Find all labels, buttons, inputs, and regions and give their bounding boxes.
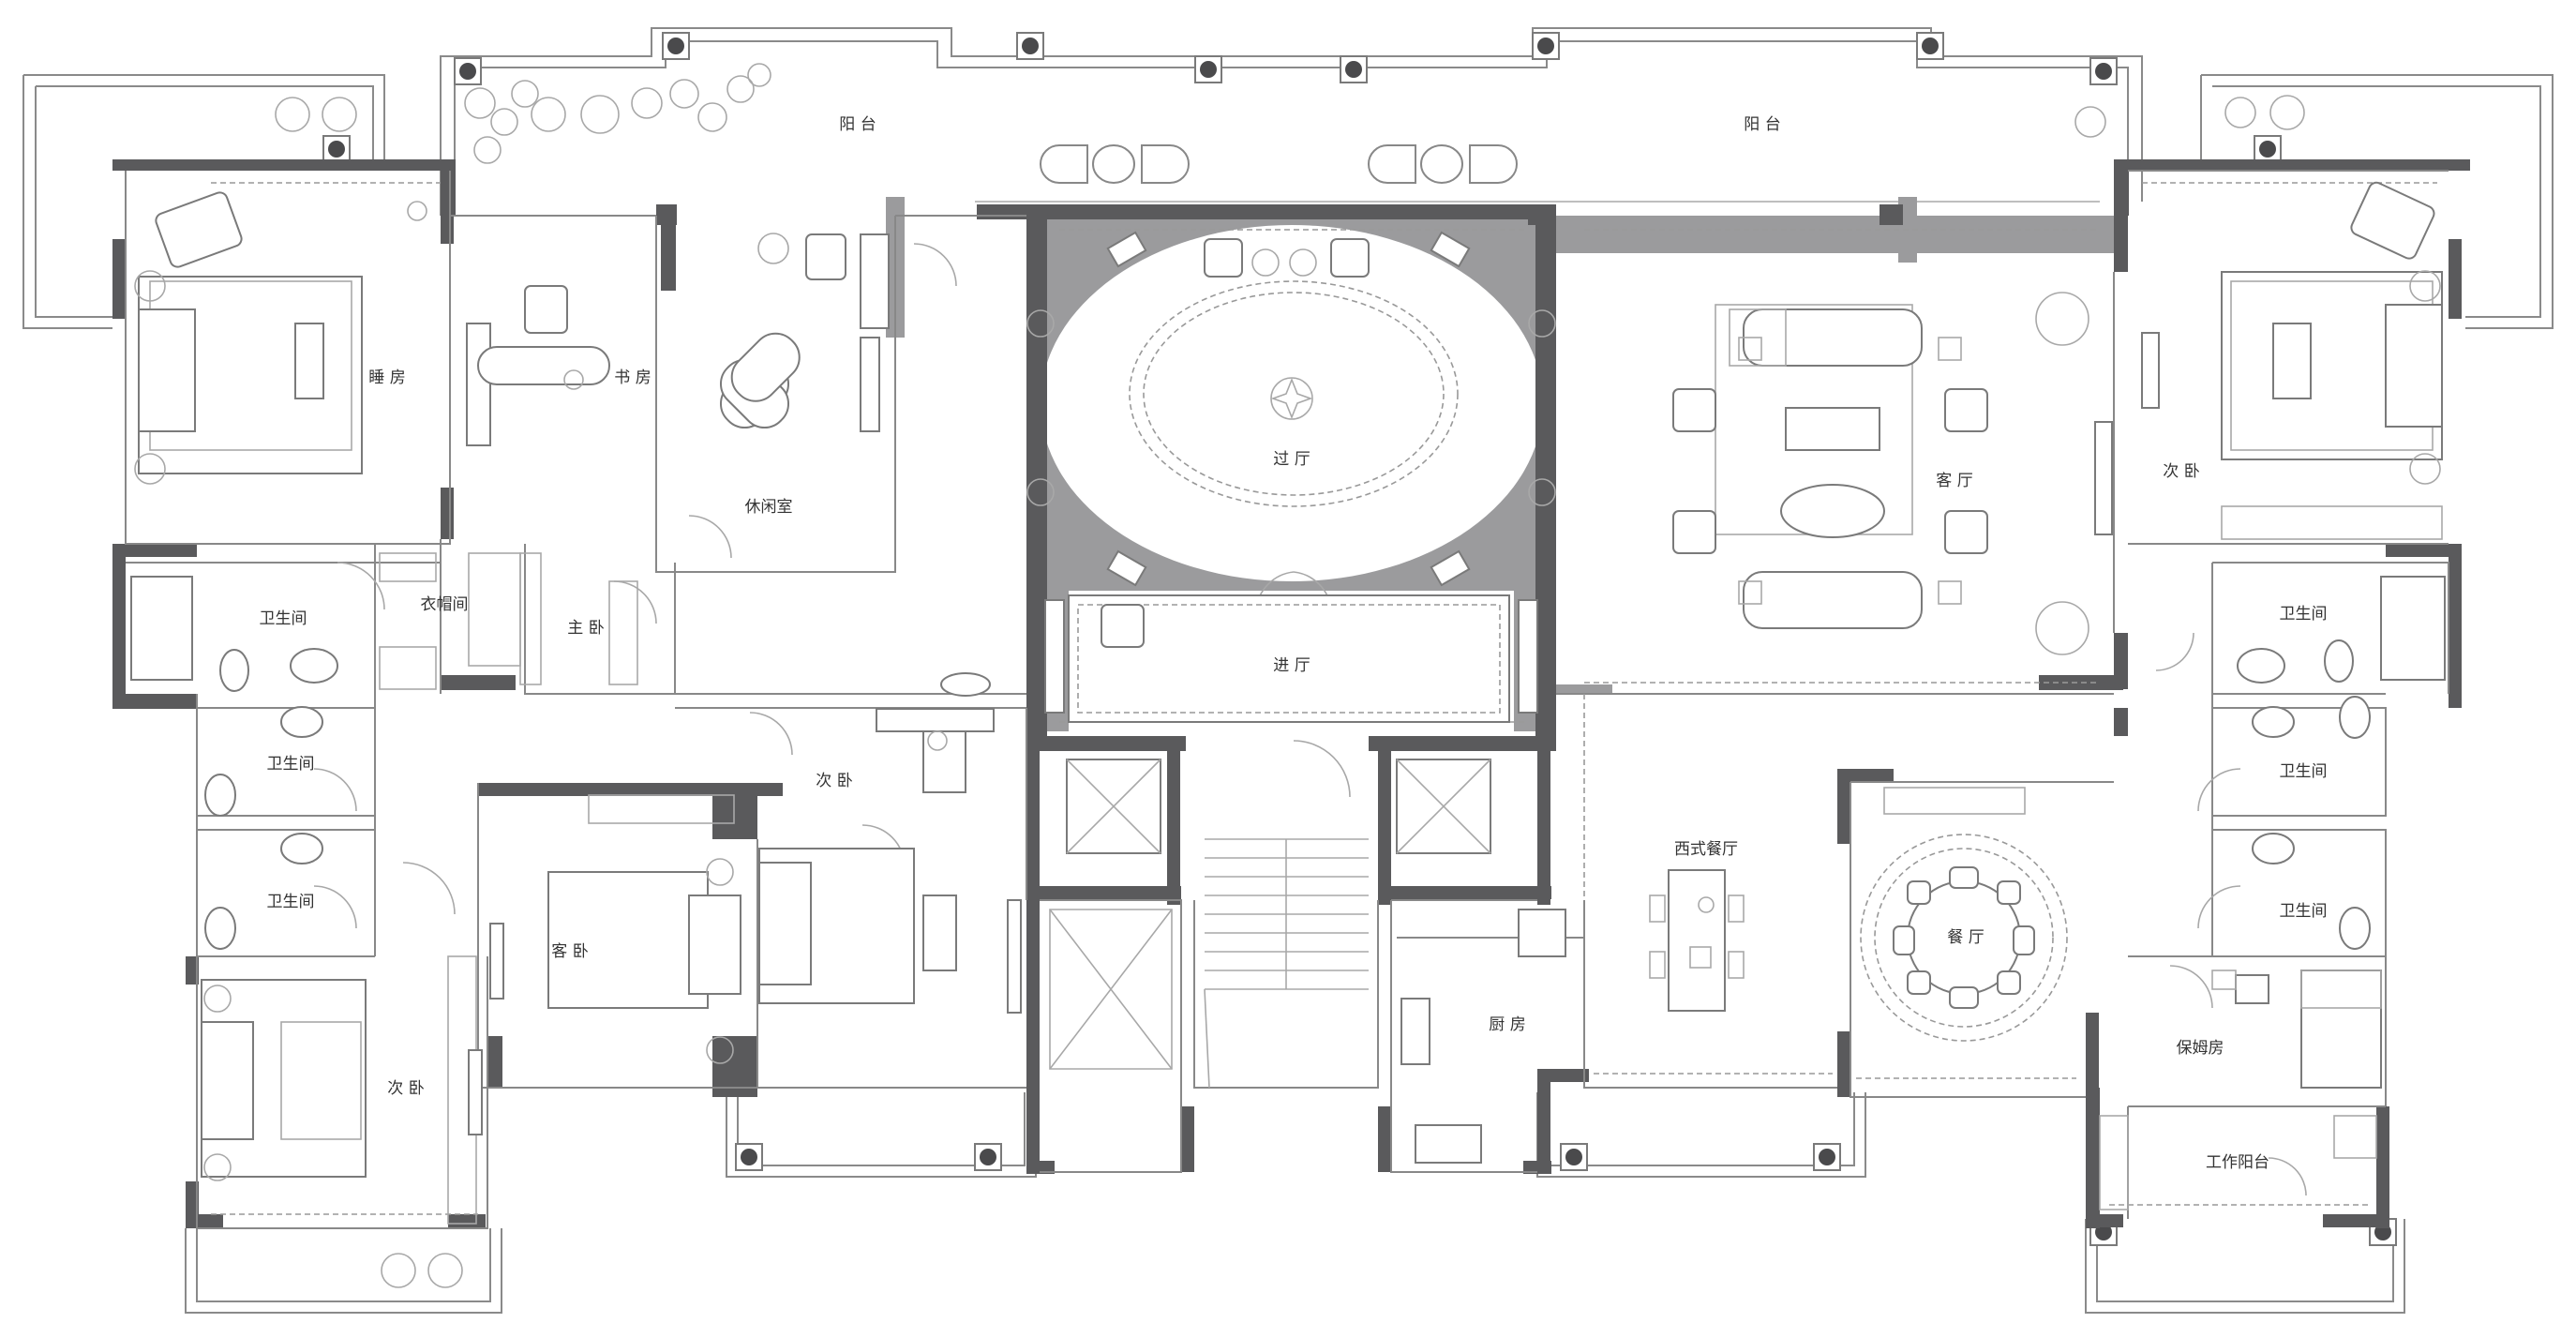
label-bathroom-master: 卫生间: [260, 609, 307, 628]
living-room-furniture: [1672, 292, 2113, 655]
bottom-right-balcony: [2085, 1219, 2405, 1314]
top-balcony-railing: [440, 27, 2143, 216]
label-foyer-hall: 过 厅: [1273, 450, 1310, 469]
bathroom-fixtures: [130, 552, 2446, 950]
room-labels: 阳 台 阳 台 睡 房 书 房 休闲室 过 厅 客 厅 次 卧 卫生间 衣帽间 …: [260, 115, 2328, 1172]
bedroom-bottom-left-furniture: [201, 955, 483, 1225]
bottom-left-balcony: [185, 1228, 502, 1314]
label-kitchen: 厨 房: [1489, 1015, 1525, 1034]
label-balcony-left: 阳 台: [839, 115, 876, 134]
bedroom-top-right-furniture: [2141, 181, 2443, 540]
label-secondary-bedroom-left: 次 卧: [387, 1079, 424, 1098]
label-study: 书 房: [614, 368, 651, 387]
door-swings: [313, 243, 2307, 1196]
label-utility-balcony: 工作阳台: [2206, 1153, 2269, 1172]
balcony-planter-ovals: [1040, 144, 1518, 184]
label-secondary-bedroom-middle: 次 卧: [816, 772, 852, 790]
label-maid-room: 保姆房: [2177, 1039, 2224, 1058]
label-balcony-right: 阳 台: [1744, 115, 1780, 134]
study-furniture: [466, 285, 610, 446]
label-master-bedroom: 主 卧: [567, 619, 604, 638]
stair-core: [1049, 759, 1491, 1089]
label-cloakroom: 衣帽间: [421, 595, 469, 614]
dining-room-furniture: [1860, 787, 2068, 1042]
top-left-balcony: [22, 74, 385, 329]
western-dining-furniture: [1649, 869, 1745, 1012]
interior-walls: [125, 170, 2449, 1229]
kitchen-fixtures: [1400, 909, 1566, 1164]
top-right-balcony: [2200, 74, 2554, 329]
maid-room-furniture: [2099, 970, 2382, 1210]
label-western-dining: 西式餐厅: [1674, 840, 1738, 859]
label-guest-bedroom: 客 卧: [551, 942, 588, 961]
plants-bottom-left: [381, 1253, 463, 1288]
leisure-room-furniture: [719, 233, 890, 432]
bedroom-top-left-furniture: [134, 191, 427, 485]
label-bathroom-right-2: 卫生间: [2280, 762, 2328, 781]
bottom-middle-balconies: [726, 1092, 1866, 1178]
label-entrance-hall: 进 厅: [1273, 656, 1310, 675]
label-secondary-bedroom-right: 次 卧: [2163, 462, 2199, 481]
hall-gray-floor: [1026, 216, 2119, 731]
label-bathroom-right-3: 卫生间: [2280, 902, 2328, 921]
label-leisure-room: 休闲室: [745, 498, 793, 517]
label-bathroom-left-1: 卫生间: [267, 755, 315, 774]
label-bathroom-right-1: 卫生间: [2280, 605, 2328, 624]
main-walls: [112, 159, 2470, 1228]
bedroom-middle-furniture: [758, 672, 1022, 1014]
cloakroom-shelves: [379, 552, 638, 685]
label-living-room: 客 厅: [1936, 472, 1972, 490]
entrance-hall-rug: [1044, 594, 1538, 723]
label-dining-room: 餐 厅: [1947, 928, 1984, 947]
foyer-hall-ellipse: [1026, 231, 1556, 587]
label-bedroom: 睡 房: [368, 368, 405, 387]
guest-bedroom-furniture: [489, 794, 741, 1064]
plants-top-left: [275, 63, 2305, 164]
label-bathroom-left-2: 卫生间: [267, 893, 315, 911]
railing-posts: [322, 32, 2397, 1246]
